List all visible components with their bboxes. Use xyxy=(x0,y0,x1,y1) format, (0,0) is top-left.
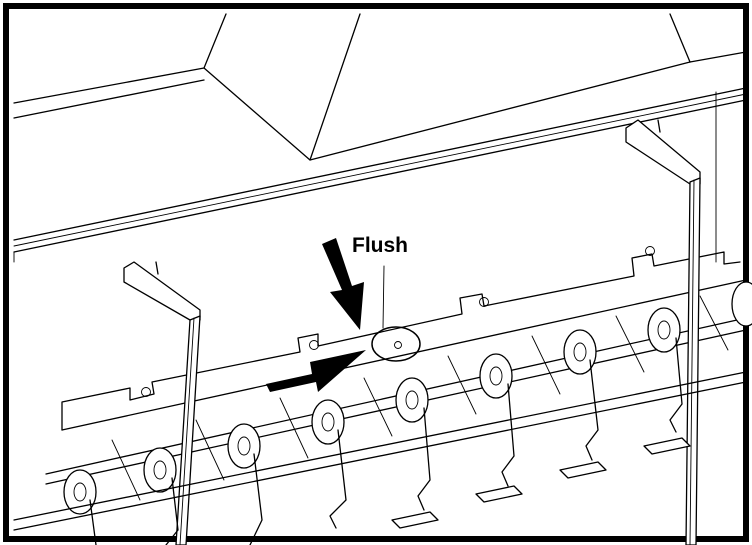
upper-rail xyxy=(13,87,747,253)
left-post xyxy=(123,261,201,545)
back-panel xyxy=(13,91,717,263)
flush-label: Flush xyxy=(352,234,408,257)
roller-assemblies xyxy=(13,281,752,545)
callout-circle xyxy=(371,326,421,362)
arrow-icon xyxy=(266,350,366,392)
callout-leader xyxy=(382,265,385,329)
figure-border xyxy=(3,3,749,542)
hopper-housing xyxy=(13,13,747,161)
arrow-icon xyxy=(322,238,364,330)
right-post xyxy=(625,119,701,545)
bolts xyxy=(141,246,655,397)
